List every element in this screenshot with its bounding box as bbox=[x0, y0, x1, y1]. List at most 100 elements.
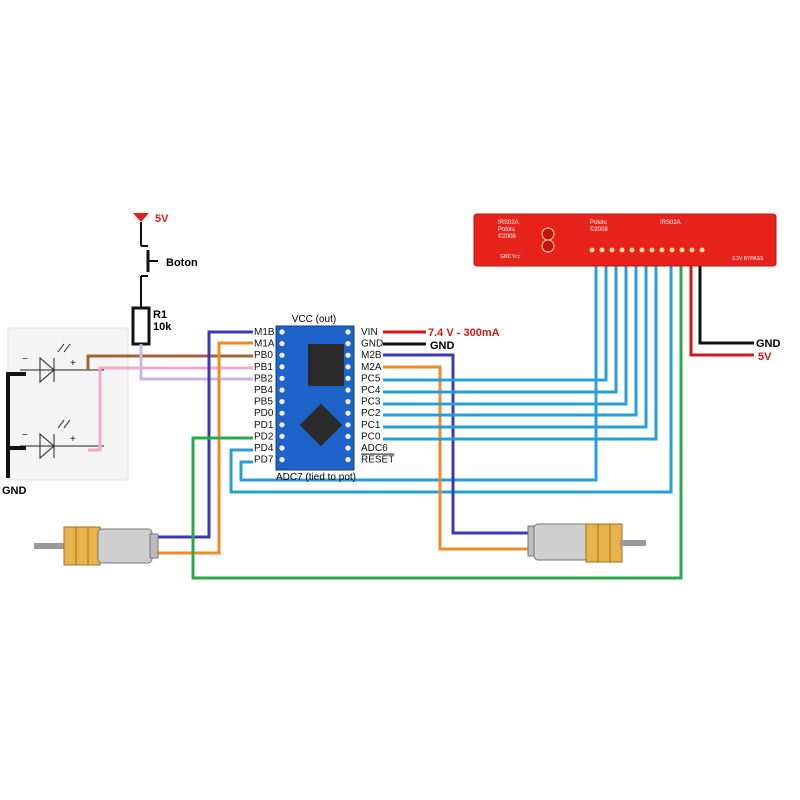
wire-red-sensor-5v bbox=[689, 250, 754, 357]
left-pin-label: PB4 bbox=[254, 385, 273, 396]
pin-header bbox=[345, 410, 351, 416]
pin-header bbox=[279, 364, 285, 370]
sensor-header-pads bbox=[589, 247, 705, 253]
right-pin-label: PC4 bbox=[361, 385, 381, 396]
resistor-name: R1 bbox=[153, 309, 167, 321]
left-pin-headers bbox=[279, 329, 285, 463]
pin-header bbox=[279, 352, 285, 358]
pin-header bbox=[279, 457, 285, 463]
wire-cyan-pc4 bbox=[383, 260, 618, 394]
supply-label: 7.4 V - 300mA bbox=[428, 327, 500, 339]
button-switch: Boton bbox=[140, 222, 198, 308]
sensor-label-2: Pololu bbox=[498, 227, 515, 233]
pin-header bbox=[345, 445, 351, 451]
left-pin-label: PB2 bbox=[254, 373, 273, 384]
left-pin-label: PB5 bbox=[254, 397, 273, 408]
wire-cyan-pc0 bbox=[383, 260, 658, 441]
right-pin-headers bbox=[345, 329, 351, 463]
sensor-label-4: Pololu bbox=[590, 220, 607, 226]
pin-header bbox=[345, 399, 351, 405]
right-pin-label: PC5 bbox=[361, 373, 381, 384]
right-pin-label: PC2 bbox=[361, 408, 381, 419]
right-pin-label: M2A bbox=[361, 362, 382, 373]
resistor-value: 10k bbox=[153, 321, 172, 333]
wire-green-pd2 bbox=[191, 260, 683, 580]
ir-sensor-panel: − + − + bbox=[7, 327, 129, 481]
pin-header bbox=[279, 399, 285, 405]
right-pin-label: PC0 bbox=[361, 431, 381, 442]
pin-header bbox=[279, 445, 285, 451]
pin-header bbox=[345, 422, 351, 428]
resistor-r1: R1 10k bbox=[131, 306, 172, 346]
wire-cyan-pc5 bbox=[383, 260, 608, 382]
baby-orangutan-board: VCC (out) ADC7 (tied to pot) M1BM1APB0PB… bbox=[254, 314, 394, 483]
left-pin-label: PD7 bbox=[254, 455, 274, 466]
sensor-gnd-label: GND bbox=[756, 338, 781, 350]
sensor-pad bbox=[659, 247, 665, 253]
pin-header bbox=[279, 387, 285, 393]
wire-cyan-pd7 bbox=[239, 260, 598, 482]
pin-header bbox=[279, 410, 285, 416]
wire-cyan-pc3 bbox=[383, 260, 628, 406]
right-pin-label: VIN bbox=[361, 327, 378, 338]
pin-header bbox=[279, 433, 285, 439]
sensor-label-1: IRS02A bbox=[498, 220, 519, 226]
right-pin-label: PC3 bbox=[361, 397, 381, 408]
svg-text:+: + bbox=[70, 358, 76, 369]
svg-text:−: − bbox=[22, 354, 28, 365]
left-pin-label: PD1 bbox=[254, 420, 274, 431]
left-pin-label: M1B bbox=[254, 327, 275, 338]
gnd-left: GND bbox=[2, 372, 27, 497]
sensor-pad bbox=[689, 247, 695, 253]
wire-blue-m1b bbox=[158, 330, 253, 539]
ir-sensor-2: − + bbox=[20, 419, 104, 460]
wire-blue-m2b bbox=[383, 353, 530, 535]
sensor-label-bypass: 3.3V BYPASS bbox=[732, 256, 764, 262]
pin-header bbox=[279, 329, 285, 335]
sensor-label-6: IRS02A bbox=[660, 220, 681, 226]
svg-text:−: − bbox=[22, 430, 28, 441]
sensor-pad bbox=[589, 247, 595, 253]
sensor-pad bbox=[699, 247, 705, 253]
pin-header bbox=[345, 341, 351, 347]
power-5v-symbol: 5V bbox=[133, 213, 169, 225]
left-pin-label: PB1 bbox=[254, 362, 273, 373]
wire-lilac-pb2 bbox=[139, 344, 253, 381]
pin-header bbox=[345, 433, 351, 439]
left-pin-label: PD0 bbox=[254, 408, 274, 419]
motor-driver-chip bbox=[308, 344, 344, 386]
right-pin-label: RESET bbox=[361, 455, 394, 466]
sensor-pad bbox=[599, 247, 605, 253]
wire-orange-m1a bbox=[158, 341, 253, 555]
svg-text:+: + bbox=[70, 434, 76, 445]
gnd-left-label: GND bbox=[2, 485, 27, 497]
wires bbox=[86, 250, 754, 580]
sensor-label-5: ©2008 bbox=[590, 226, 608, 233]
ir-sensor-1: − + bbox=[20, 343, 104, 384]
wire-black-sensor-gnd bbox=[698, 250, 754, 345]
sensor-pad bbox=[669, 247, 675, 253]
sensor-pad bbox=[649, 247, 655, 253]
motor-left bbox=[34, 526, 159, 566]
pin-header bbox=[345, 329, 351, 335]
wire-orange-m2a bbox=[383, 365, 530, 551]
sensor-5v-label: 5V bbox=[758, 351, 772, 363]
left-pin-label: PD2 bbox=[254, 431, 274, 442]
board-gnd-label: GND bbox=[430, 340, 455, 352]
right-pin-label: GND bbox=[361, 339, 383, 350]
wire-pink-pb1 bbox=[88, 366, 253, 452]
board-top-label: VCC (out) bbox=[292, 314, 336, 325]
pin-header bbox=[279, 341, 285, 347]
left-pin-label: PD4 bbox=[254, 443, 274, 454]
sensor-label-vcc: Vcc bbox=[512, 254, 521, 260]
sensor-pad bbox=[629, 247, 635, 253]
sensor-pad bbox=[679, 247, 685, 253]
sensor-pad bbox=[619, 247, 625, 253]
pin-header bbox=[279, 375, 285, 381]
sensor-label-3: ©2008 bbox=[498, 233, 516, 240]
sensor-pad bbox=[639, 247, 645, 253]
pin-header bbox=[345, 364, 351, 370]
